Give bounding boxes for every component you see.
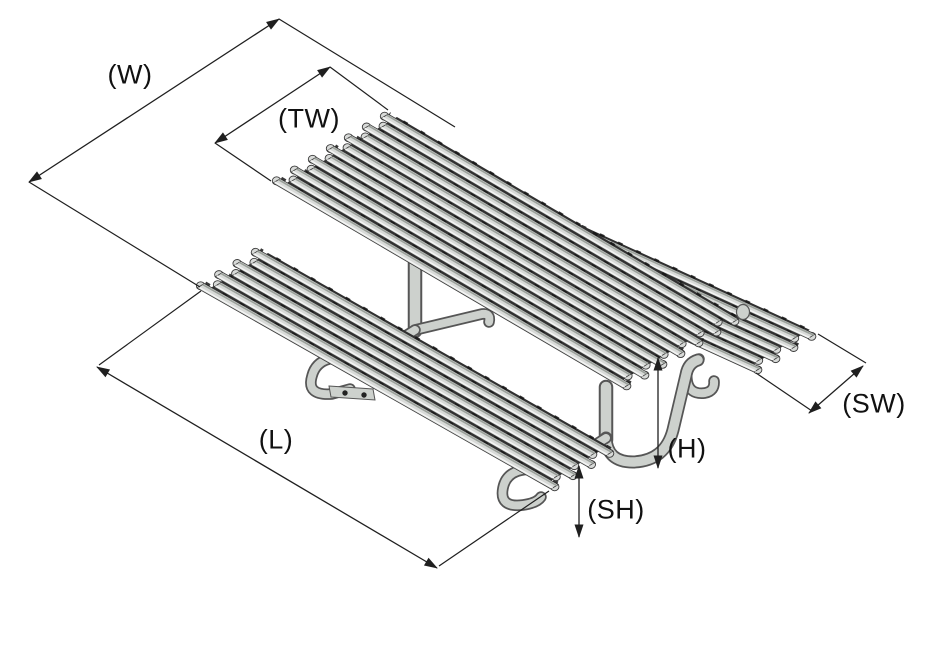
dimension-label-table-height: (H) xyxy=(667,433,707,464)
dimension-label-overall-width: (W) xyxy=(107,59,153,90)
dimension-label-seat-width: (SW) xyxy=(842,388,906,419)
dimension-label-length: (L) xyxy=(258,424,294,455)
dimension-label-table-width: (TW) xyxy=(278,103,340,134)
table-top xyxy=(271,111,741,391)
dimension-lines xyxy=(28,18,867,569)
dimension-label-seat-height: (SH) xyxy=(587,494,645,525)
frame-crosstube-end-cap xyxy=(735,303,751,321)
